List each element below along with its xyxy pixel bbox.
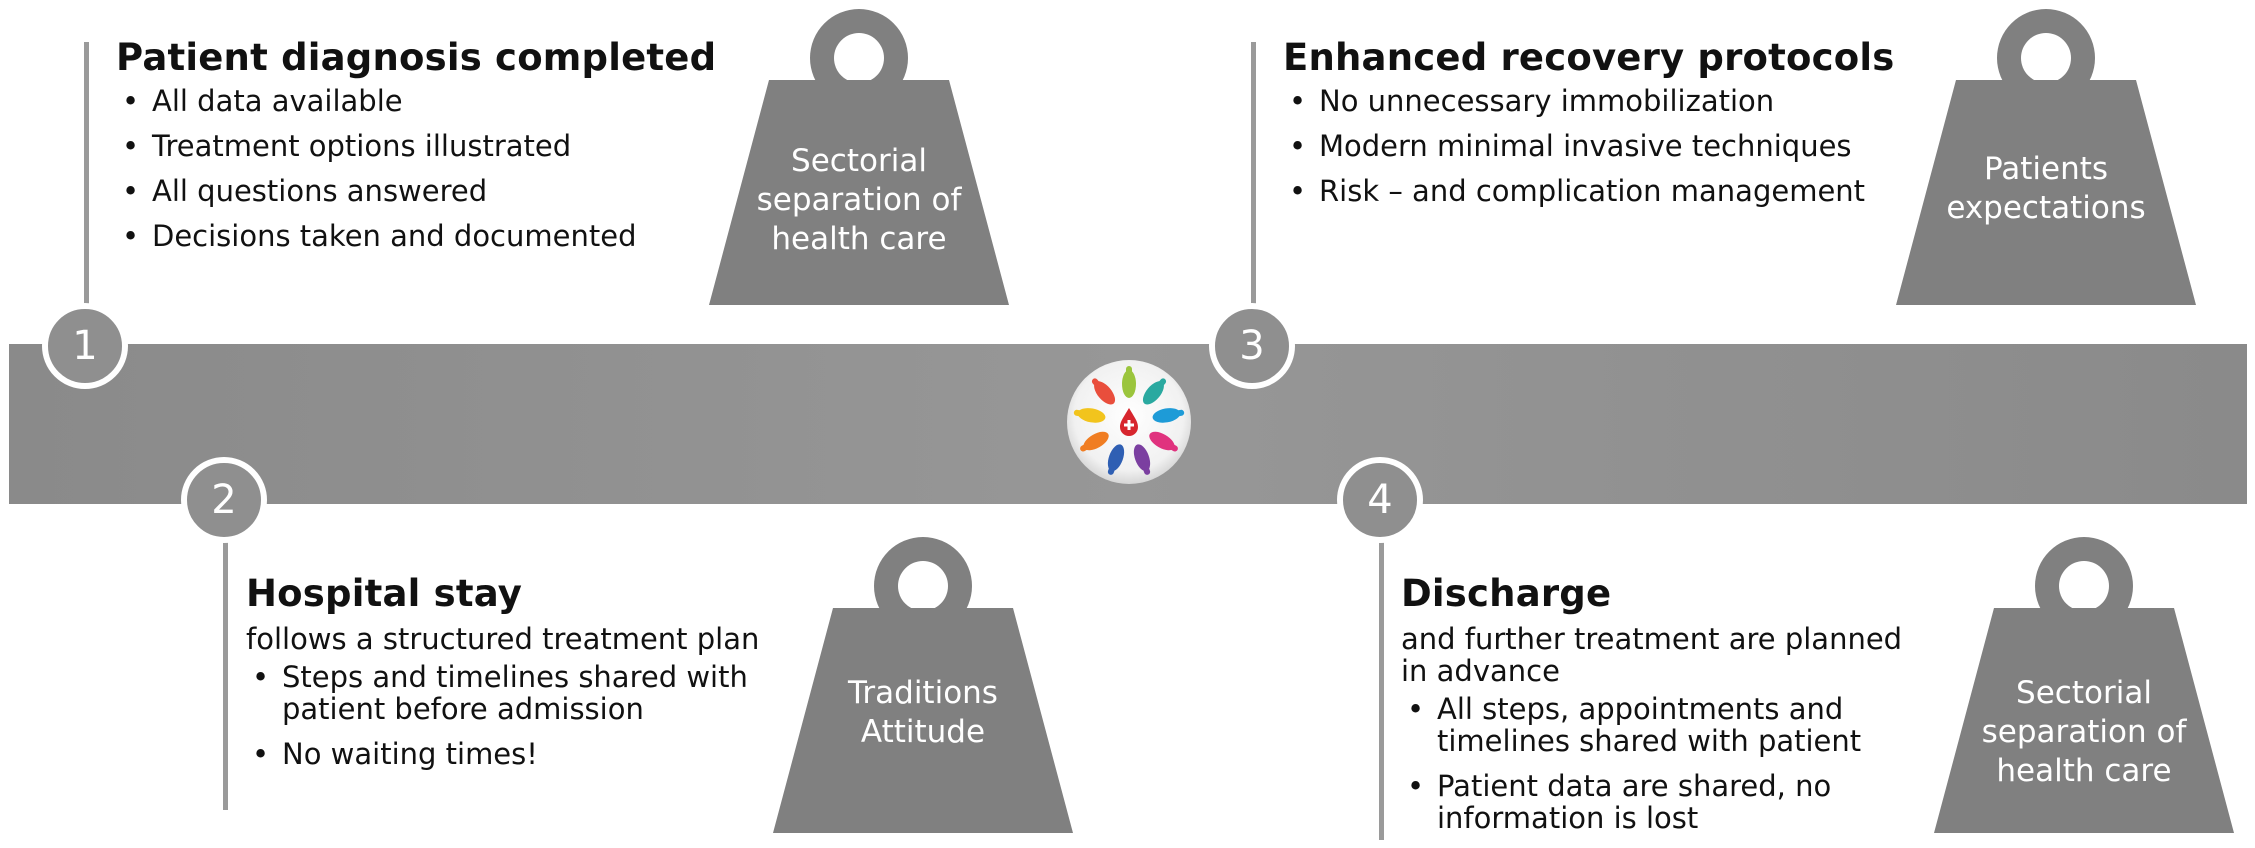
step-1-number: 1: [42, 303, 128, 389]
step-2-bullet: No waiting times!: [246, 738, 786, 771]
step-1-bullet: All data available: [116, 85, 716, 118]
step-2-number: 2: [181, 457, 267, 543]
step-1-connector: [84, 42, 89, 310]
step-4-bullet: All steps, appointments and timelines sh…: [1401, 693, 1921, 758]
step-4-bullet: Patient data are shared, no information …: [1401, 770, 1921, 835]
step-1-title: Patient diagnosis completed: [116, 36, 717, 79]
step-2-content: Hospital stay follows a structured treat…: [246, 572, 786, 784]
step-3-title: Enhanced recovery protocols: [1283, 36, 1895, 79]
weight-icon: [1934, 537, 2234, 833]
step-3-bullet: Modern minimal invasive techniques: [1283, 130, 1923, 163]
step-4-content: Discharge and further treatment are plan…: [1401, 572, 1921, 848]
step-4-connector: [1379, 540, 1384, 840]
weight-icon: [709, 9, 1009, 305]
step-1-weight-label: Sectorial separation of health care: [756, 143, 962, 257]
step-1-bullet: Treatment options illustrated: [116, 130, 716, 163]
step-3-number: 3: [1209, 303, 1295, 389]
step-2-lead: follows a structured treatment plan: [246, 622, 760, 657]
step-2-weight-label: Traditions Attitude: [848, 675, 998, 750]
step-2-bullet: Steps and timelines shared with patient …: [246, 661, 786, 726]
step-2-weight: Traditions Attitude: [773, 532, 1073, 837]
step-4-weight-label: Sectorial separation of health care: [1981, 675, 2187, 789]
hands-circle-logo-icon: [1065, 358, 1193, 486]
step-4-title: Discharge: [1401, 572, 1612, 615]
step-4-weight: Sectorial separation of health care: [1934, 532, 2234, 837]
step-1-content: Patient diagnosis completed All data ava…: [116, 36, 716, 266]
step-2-connector: [223, 540, 228, 810]
step-1-bullet-list: All data available Treatment options ill…: [116, 85, 716, 253]
step-1-weight: Sectorial separation of health care: [709, 4, 1009, 309]
step-3-bullet-list: No unnecessary immobilization Modern min…: [1283, 85, 1923, 208]
step-2-bullet-list: Steps and timelines shared with patient …: [246, 661, 786, 771]
step-3-weight: Patients expectations: [1896, 4, 2196, 309]
step-4-number: 4: [1337, 457, 1423, 543]
step-4-lead: and further treatment are planned in adv…: [1401, 622, 1903, 689]
weight-icon: [1896, 9, 2196, 305]
step-3-connector: [1251, 42, 1256, 310]
weight-icon: [773, 537, 1073, 833]
step-3-content: Enhanced recovery protocols No unnecessa…: [1283, 36, 1923, 221]
step-1-bullet: Decisions taken and documented: [116, 220, 716, 253]
step-2-title: Hospital stay: [246, 572, 523, 615]
step-3-weight-label: Patients expectations: [1946, 151, 2146, 226]
step-1-bullet: All questions answered: [116, 175, 716, 208]
step-3-bullet: Risk – and complication management: [1283, 175, 1923, 208]
step-4-bullet-list: All steps, appointments and timelines sh…: [1401, 693, 1921, 835]
step-3-bullet: No unnecessary immobilization: [1283, 85, 1923, 118]
